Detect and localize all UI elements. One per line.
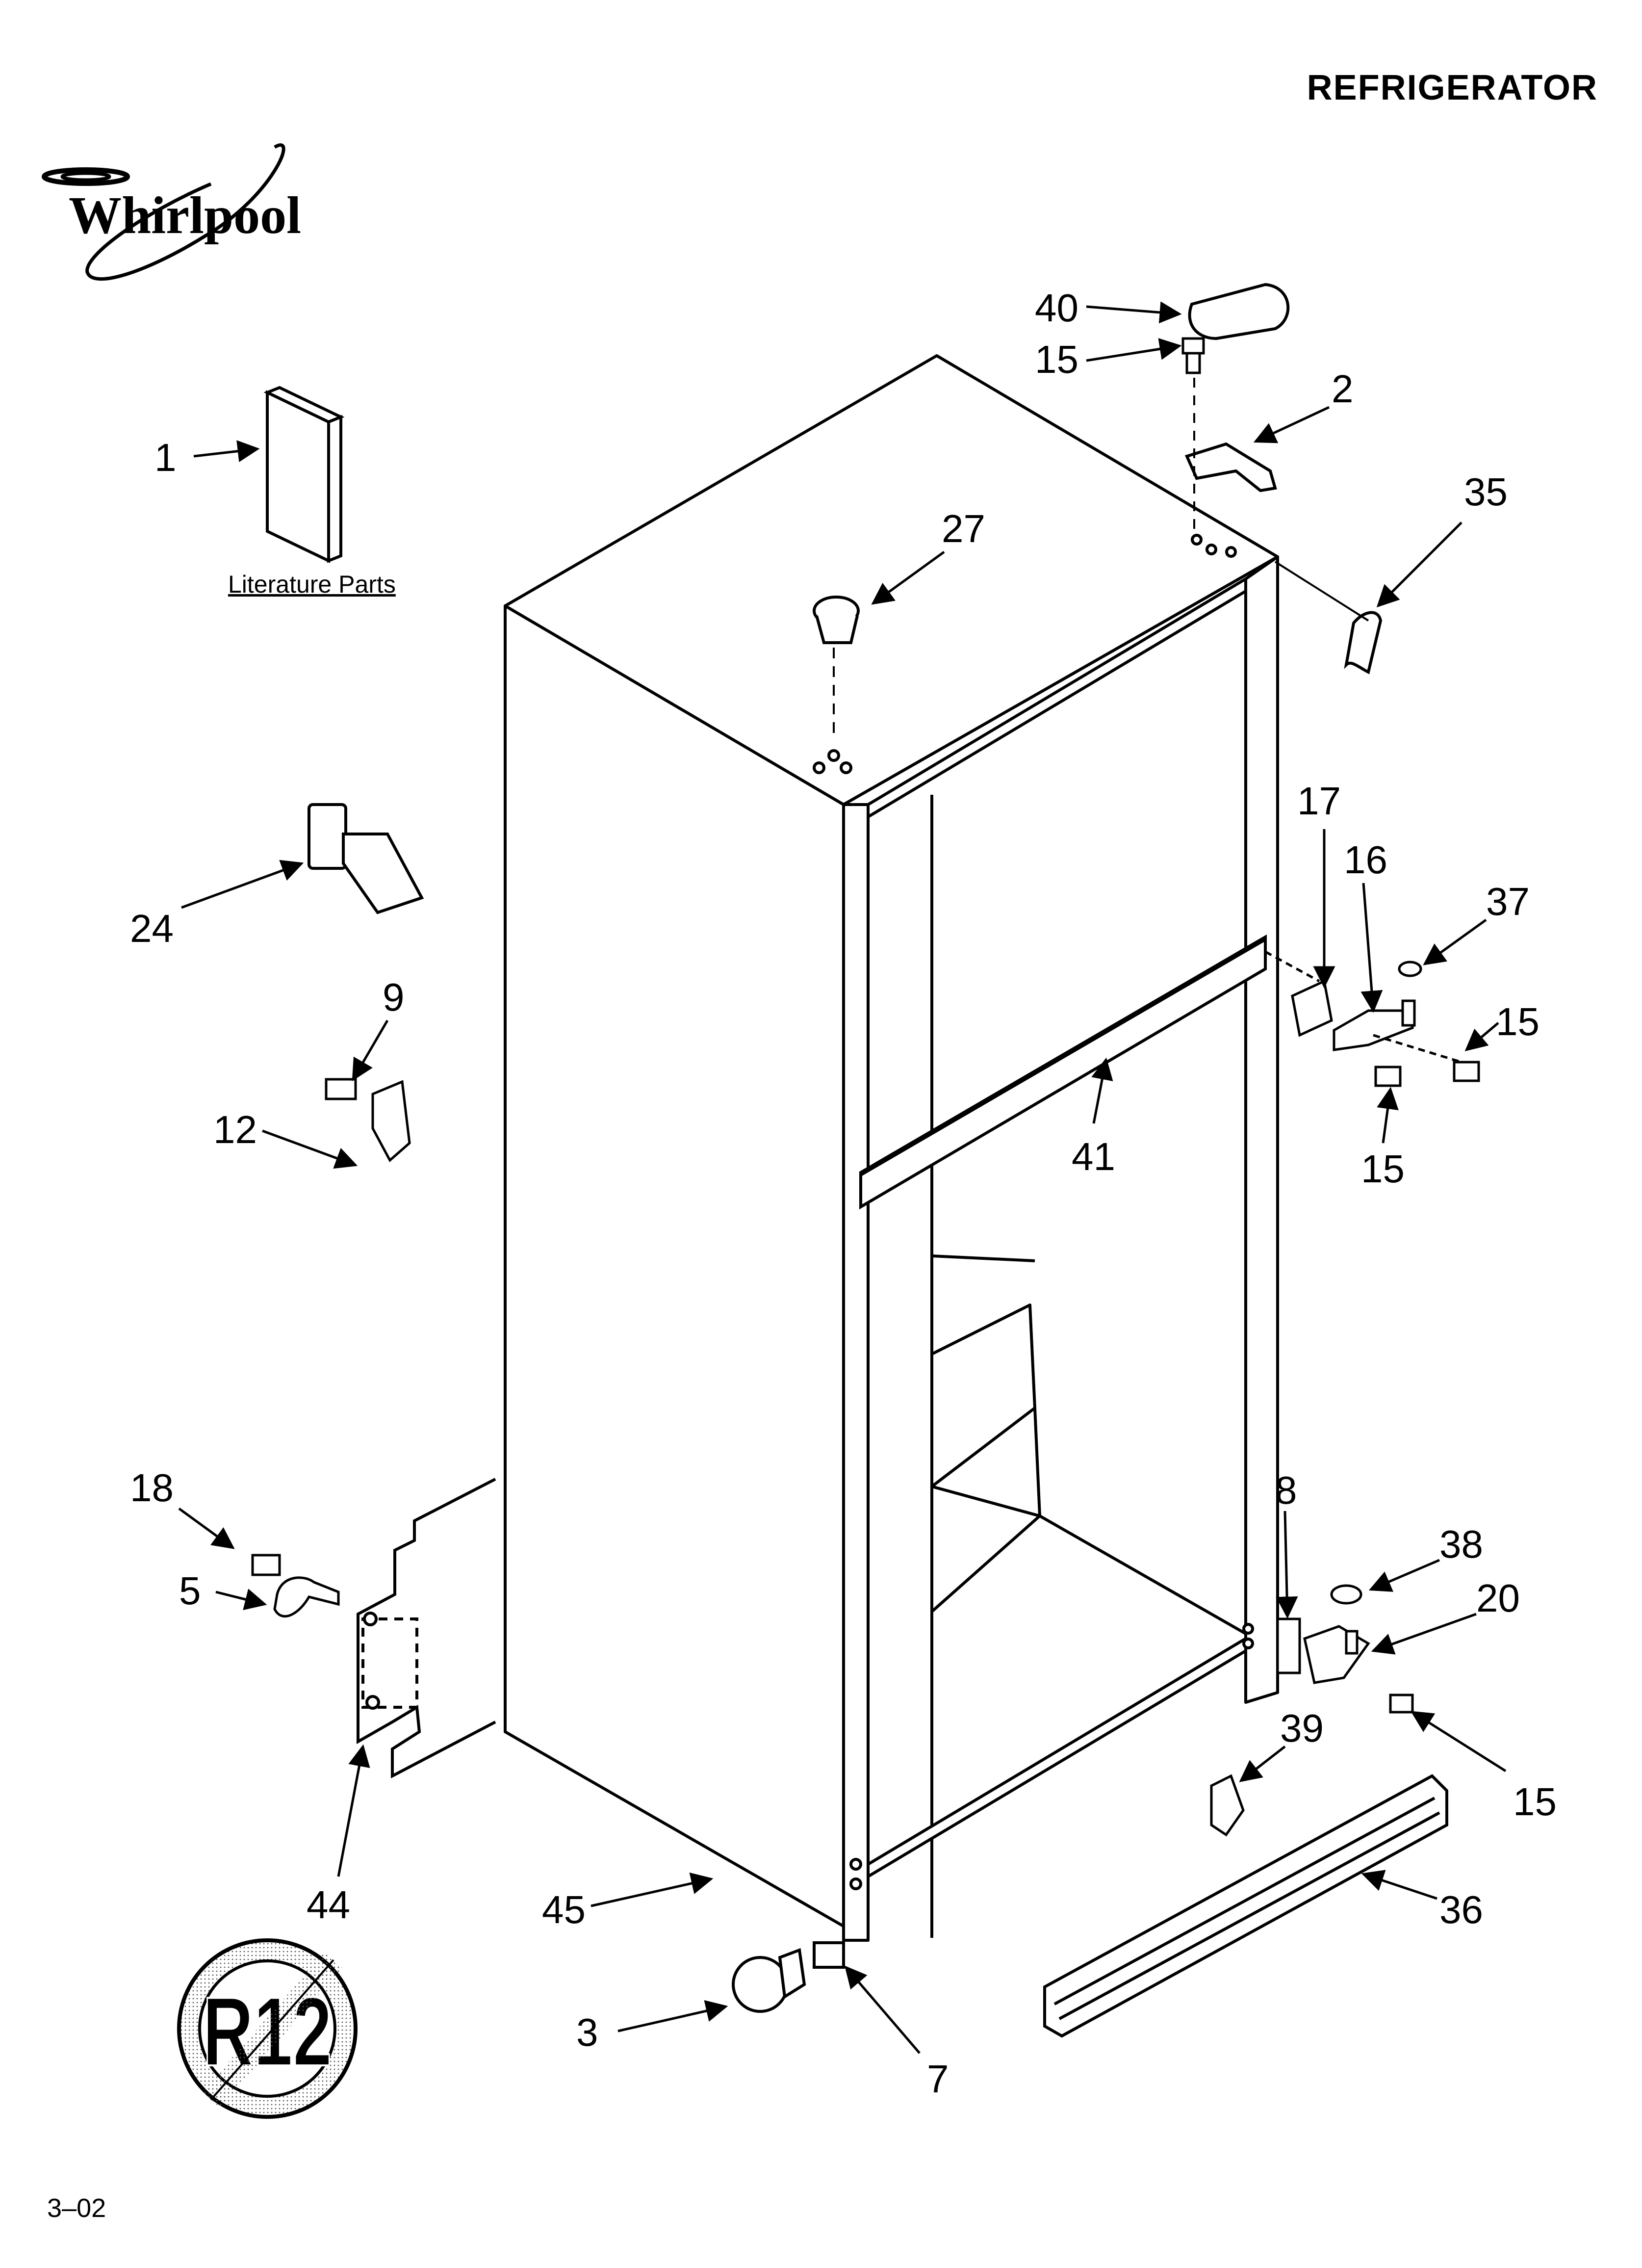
callout-15: 15	[1361, 1147, 1405, 1191]
callout-9: 9	[383, 975, 405, 1019]
callout-3: 3	[576, 2010, 598, 2054]
no-r12-refrigerant-icon: R12	[177, 1938, 358, 2119]
whirlpool-logo-text: Whirlpool	[69, 186, 301, 245]
callout-35: 35	[1464, 470, 1508, 514]
callout-39: 39	[1280, 1706, 1324, 1750]
top-hinge-cover	[1188, 283, 1290, 340]
whirlpool-logo: Whirlpool	[42, 143, 301, 281]
callout-16: 16	[1344, 838, 1387, 882]
callout-44: 44	[307, 1883, 350, 1927]
callout-38: 38	[1439, 1522, 1483, 1566]
page-title: REFRIGERATOR	[1307, 68, 1598, 107]
hinge-trim-cap	[1344, 611, 1383, 675]
callout-8: 8	[1275, 1468, 1297, 1512]
literature-booklet	[263, 386, 345, 563]
center-hinge-assembly	[1264, 950, 1480, 1087]
cord-clip	[325, 1078, 411, 1162]
bottom-hinge-assembly	[1210, 1584, 1414, 1837]
callout-7: 7	[927, 2057, 949, 2101]
callout-41: 41	[1072, 1135, 1115, 1178]
callout-20: 20	[1476, 1576, 1520, 1620]
leveling-leg	[308, 803, 424, 914]
callout-15: 15	[1513, 1780, 1557, 1824]
callout-17: 17	[1297, 779, 1341, 823]
callout-36: 36	[1439, 1888, 1483, 1931]
callout-15: 15	[1496, 1000, 1539, 1043]
hinge-screw-top	[1181, 337, 1205, 374]
literature-parts-caption: Literature Parts	[228, 571, 396, 598]
callout-15: 15	[1035, 338, 1078, 381]
callout-37: 37	[1486, 880, 1530, 923]
revision-code: 3–02	[47, 2193, 106, 2223]
door-closer-cam	[732, 1941, 845, 2013]
rear-access-plate	[357, 1478, 496, 1778]
callout-18: 18	[130, 1466, 174, 1510]
callout-2: 2	[1332, 367, 1354, 411]
callout-numbers: 40 15 2 1 27 35 17 16 37 24 15 9 41 15 1…	[130, 286, 1557, 2101]
top-hinge	[1184, 442, 1277, 493]
refrigerator-cabinet	[504, 354, 1279, 1942]
callout-1: 1	[154, 436, 177, 479]
callout-5: 5	[179, 1569, 201, 1613]
callout-24: 24	[130, 907, 174, 950]
toe-grille	[1043, 1774, 1448, 2038]
callout-leaders	[178, 301, 1507, 2054]
callout-27: 27	[942, 507, 985, 550]
center-rail	[859, 934, 1267, 1210]
tube-clamp	[251, 1554, 340, 1618]
plug-button	[813, 596, 860, 644]
callout-45: 45	[542, 1888, 586, 1931]
callout-40: 40	[1035, 286, 1078, 330]
callout-12: 12	[213, 1108, 257, 1151]
